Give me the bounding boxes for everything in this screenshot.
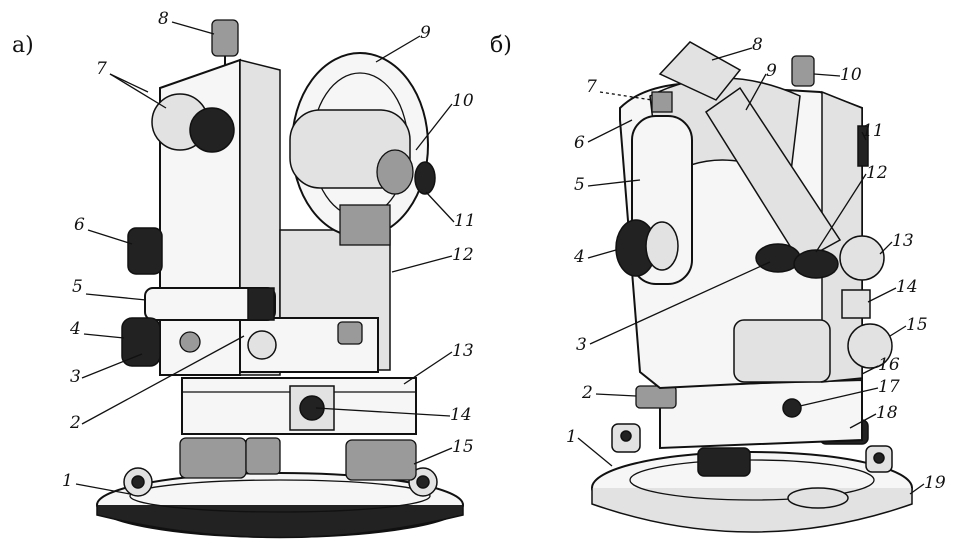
callout-b-4: 4 (573, 247, 585, 267)
callout-b-19: 19 (924, 473, 946, 493)
tribrach-b (659, 378, 863, 450)
callout-b-5: 5 (574, 175, 585, 195)
callout-a-8: 8 (158, 9, 169, 29)
base-plate-rim-b (591, 488, 913, 533)
callout-a-13: 13 (452, 341, 474, 361)
callouts-a: 8 9 7 10 11 6 12 5 4 3 13 2 14 15 1 (62, 9, 476, 495)
callout-a-4: 4 (69, 319, 81, 339)
knob-13-b (839, 235, 885, 281)
callout-a-12: 12 (452, 245, 474, 265)
top-sight-a (211, 19, 239, 57)
callout-a-5: 5 (72, 277, 83, 297)
callout-a-6: 6 (74, 215, 85, 235)
callout-b-15: 15 (906, 315, 928, 335)
callout-b-16: 16 (878, 355, 900, 375)
instrument-a (96, 19, 464, 539)
panel-label-b: б) (490, 33, 512, 58)
callout-a-10: 10 (452, 91, 474, 111)
panel-label-a: а) (12, 33, 34, 58)
callout-a-9: 9 (420, 23, 431, 43)
callout-b-12: 12 (866, 163, 888, 183)
callout-b-6: 6 (574, 133, 585, 153)
callout-b-11: 11 (862, 121, 884, 141)
callout-a-7: 7 (96, 59, 107, 79)
microscope-eyepiece-a (414, 161, 436, 195)
top-pin-b (791, 55, 815, 87)
eyepiece-a (376, 149, 414, 195)
clamp-2-b (635, 385, 677, 409)
eyepiece-right-b (793, 249, 839, 279)
callout-b-7: 7 (586, 77, 597, 97)
knob-14-b (841, 289, 871, 319)
callout-b-9: 9 (766, 61, 777, 81)
callout-b-14: 14 (896, 277, 918, 297)
knob-6-a (127, 227, 163, 275)
drum-b (733, 319, 831, 383)
callout-b-3: 3 (576, 335, 587, 355)
callout-b-2: 2 (581, 383, 593, 403)
leveling-screw-right-a (345, 439, 417, 481)
callout-b-8: 8 (752, 35, 763, 55)
knob-4-a (121, 317, 161, 367)
eyepiece-8-b (658, 41, 742, 101)
base-plate-rim-a (96, 505, 464, 539)
callout-b-1: 1 (566, 427, 577, 447)
eyepiece-left-b (755, 243, 801, 273)
knob-15-b (847, 323, 893, 369)
callout-a-14: 14 (450, 405, 472, 425)
callout-b-10: 10 (840, 65, 862, 85)
base-disc-b (787, 487, 849, 509)
callout-a-11: 11 (454, 211, 476, 231)
callout-b-13: 13 (892, 231, 914, 251)
callout-a-15: 15 (452, 437, 474, 457)
callout-b-18: 18 (876, 403, 898, 423)
instrument-b (591, 41, 913, 533)
level-vial-a (144, 287, 276, 321)
leveling-screw-left-a (179, 437, 247, 479)
callout-a-3: 3 (70, 367, 81, 387)
callouts-b: 8 7 9 10 6 11 5 12 13 4 14 15 3 16 2 17 … (566, 35, 946, 495)
leveling-screw-b (697, 447, 751, 477)
callout-b-17: 17 (878, 377, 900, 397)
callout-a-1: 1 (62, 471, 73, 491)
callout-a-2: 2 (69, 413, 81, 433)
